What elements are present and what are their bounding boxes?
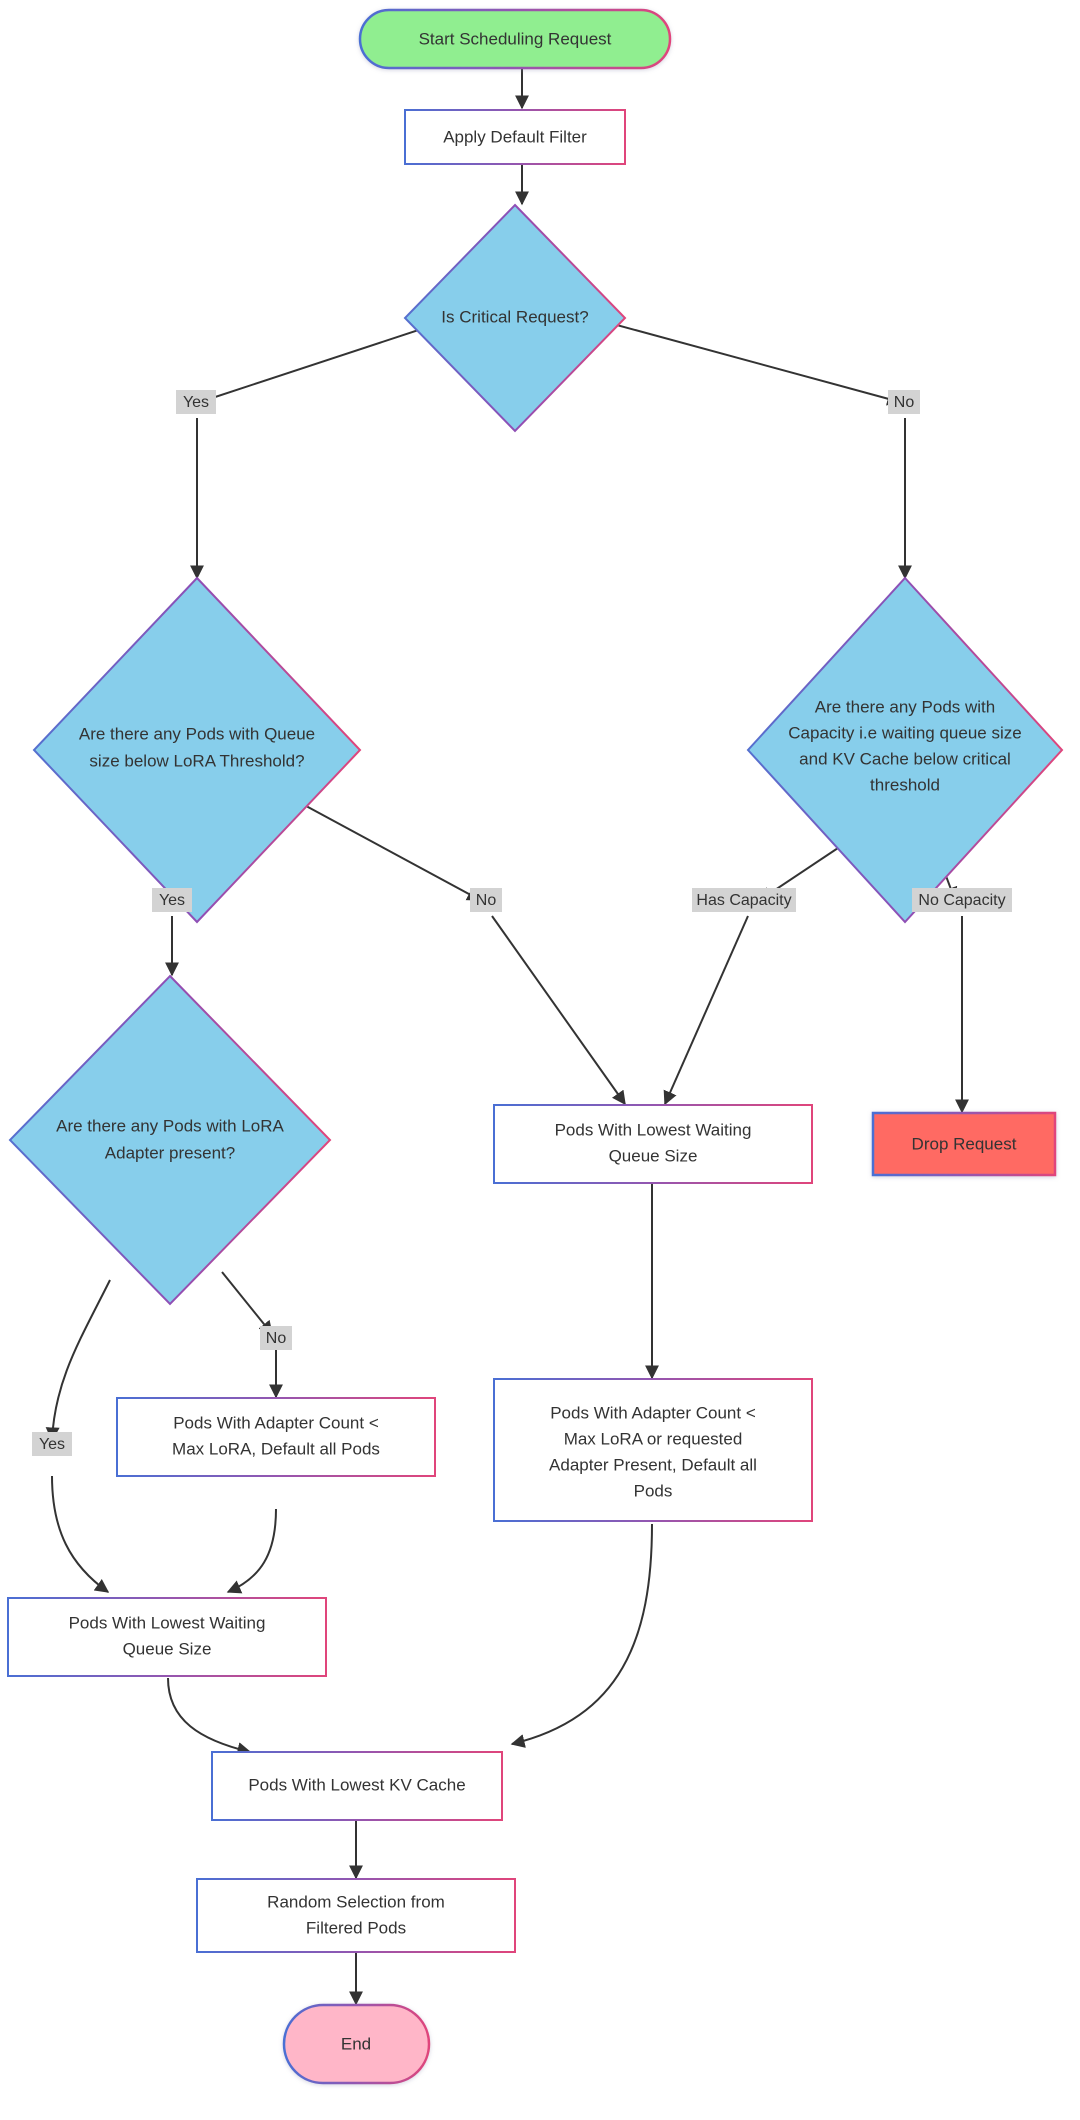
lowest-wait-mid-shape bbox=[493, 1104, 813, 1184]
drop-shape bbox=[871, 1111, 1057, 1177]
edge-label-bg bbox=[260, 1326, 292, 1350]
lowest-wait-left-shape bbox=[7, 1597, 327, 1677]
edge-label-has-capacity: Has Capacity bbox=[692, 888, 796, 912]
edge-label-critical-no: No bbox=[888, 390, 920, 414]
edge-label-bg bbox=[888, 390, 920, 414]
edge-label-text: Yes bbox=[183, 394, 209, 411]
edge-label-queue-no: No bbox=[470, 888, 502, 912]
lowest-kv-shape bbox=[211, 1751, 503, 1821]
edge-lora-yes-down bbox=[51, 1475, 110, 1593]
edge-wait-left-to-kv bbox=[167, 1677, 252, 1756]
critical-shape bbox=[403, 203, 627, 433]
adapter-right-shape bbox=[493, 1378, 813, 1522]
edge-label-text: Has Capacity bbox=[696, 892, 791, 909]
node-end[interactable]: End bbox=[282, 2003, 431, 2085]
capacity-shape bbox=[746, 576, 1064, 924]
edge-adapter-left-to-wait bbox=[226, 1508, 277, 1594]
node-lowest-kv-cache[interactable]: Pods With Lowest KV Cache bbox=[211, 1751, 503, 1821]
adapter-left-shape bbox=[116, 1397, 436, 1477]
edge-label-text: No bbox=[894, 394, 915, 411]
edge-label-bg bbox=[32, 1432, 72, 1456]
node-queue-below-lora-threshold[interactable]: Are there any Pods with Queue size below… bbox=[32, 576, 362, 924]
edge-label-text: No bbox=[266, 1330, 287, 1347]
edge-label-text: No bbox=[476, 892, 497, 909]
edge-label-adapter-yes: Yes bbox=[32, 1432, 72, 1456]
filter-shape bbox=[404, 109, 626, 165]
edge-label-bg bbox=[152, 888, 192, 912]
edge-label-no-capacity: No Capacity bbox=[912, 888, 1012, 912]
edge-lora-yes bbox=[45, 1279, 111, 1442]
random-shape bbox=[196, 1878, 516, 1953]
node-adapter-count-left[interactable]: Pods With Adapter Count < Max LoRA, Defa… bbox=[116, 1397, 436, 1477]
edge-adapter-right-to-kv bbox=[510, 1523, 653, 1748]
node-random-selection[interactable]: Random Selection from Filtered Pods bbox=[196, 1878, 516, 1953]
edge-queue-no-down bbox=[491, 915, 626, 1106]
node-is-critical-request[interactable]: Is Critical Request? bbox=[403, 203, 627, 433]
node-start[interactable]: Start Scheduling Request bbox=[358, 8, 672, 70]
edge-label-text: No Capacity bbox=[918, 892, 1005, 909]
start-shape bbox=[358, 8, 672, 70]
edge-queue-to-no bbox=[294, 799, 482, 901]
edge-lora-no bbox=[221, 1271, 273, 1336]
edge-has-capacity-down bbox=[663, 915, 749, 1106]
edge-label-bg bbox=[912, 888, 1012, 912]
end-shape bbox=[282, 2003, 431, 2085]
node-lora-adapter-present[interactable]: Are there any Pods with LoRA Adapter pre… bbox=[8, 974, 332, 1306]
edge-label-text: Yes bbox=[159, 892, 185, 909]
edge-label-bg bbox=[692, 888, 796, 912]
node-apply-default-filter[interactable]: Apply Default Filter bbox=[404, 109, 626, 165]
edge-label-adapter-no: No bbox=[260, 1326, 292, 1350]
lora-adapter-shape bbox=[8, 974, 332, 1306]
node-lowest-waiting-queue-middle[interactable]: Pods With Lowest Waiting Queue Size bbox=[493, 1104, 813, 1184]
edge-label-text: Yes bbox=[39, 1436, 65, 1453]
node-lowest-waiting-queue-left[interactable]: Pods With Lowest Waiting Queue Size bbox=[7, 1597, 327, 1677]
edge-label-queue-yes: Yes bbox=[152, 888, 192, 912]
node-adapter-count-right[interactable]: Pods With Adapter Count < Max LoRA or re… bbox=[493, 1378, 813, 1522]
edge-critical-to-queue bbox=[198, 317, 456, 405]
edge-label-bg bbox=[176, 390, 216, 414]
queue-lora-shape bbox=[32, 576, 362, 924]
edge-label-critical-yes: Yes bbox=[176, 390, 216, 414]
edge-critical-to-capacity bbox=[590, 317, 902, 406]
node-drop-request[interactable]: Drop Request bbox=[871, 1111, 1057, 1177]
node-pods-with-capacity[interactable]: Are there any Pods with Capacity i.e wai… bbox=[746, 576, 1064, 924]
edge-label-bg bbox=[470, 888, 502, 912]
